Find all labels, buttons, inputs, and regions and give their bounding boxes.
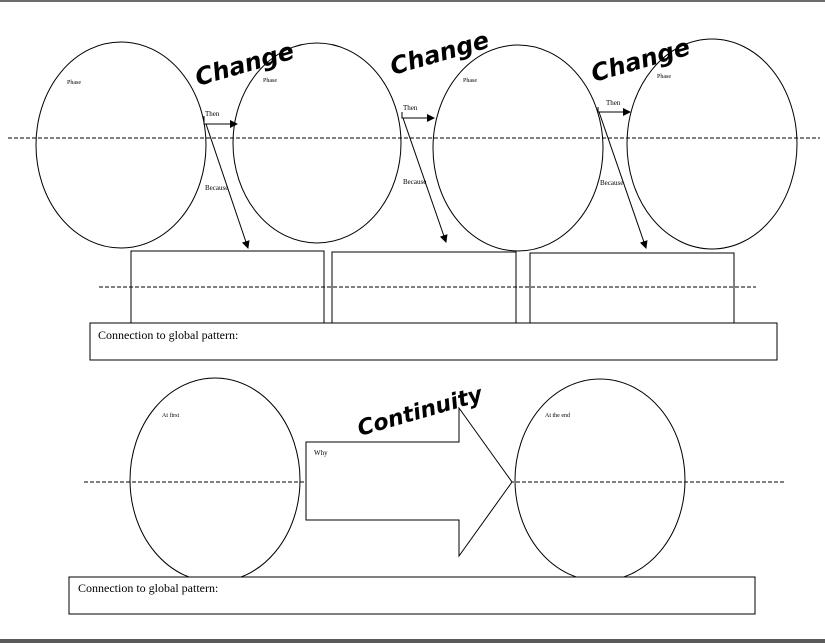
change-connection-box — [89, 322, 778, 361]
phase-label-2: Phase — [263, 78, 277, 84]
phase-circle-1 — [35, 41, 207, 249]
at-first-label: At first — [162, 412, 179, 419]
phase-circle-2 — [232, 42, 402, 244]
then-label-2: Then — [403, 104, 418, 112]
phase-circle-4 — [626, 38, 798, 250]
because-label-2: Because — [403, 178, 426, 186]
then-label-1: Then — [205, 110, 220, 118]
continuity-connection-label: Connection to global pattern: — [78, 581, 218, 595]
at-first-circle — [129, 377, 301, 583]
phase-label-3: Phase — [463, 78, 477, 84]
phase-label-4: Phase — [657, 74, 671, 80]
then-arrow-1 — [203, 116, 238, 128]
because-arrow-3 — [598, 111, 648, 249]
continuity-connection-box — [68, 576, 756, 615]
because-box-1 — [130, 250, 325, 327]
at-end-label: At the end — [545, 413, 570, 419]
bottom-border — [0, 639, 825, 643]
phase-label-1: Phase — [67, 80, 81, 86]
change-heading-2: Change — [387, 26, 492, 81]
then-arrow-3 — [597, 107, 631, 116]
then-arrow-2 — [401, 112, 435, 122]
at-end-circle — [514, 378, 686, 582]
because-box-2 — [331, 251, 517, 327]
because-label-1: Because — [205, 184, 228, 192]
because-arrow-1 — [205, 123, 250, 249]
because-box-3 — [529, 252, 735, 327]
change-heading-1: Change — [192, 37, 297, 92]
because-arrow-2 — [402, 117, 448, 243]
why-label: Why — [314, 449, 328, 457]
because-label-3: Because — [600, 179, 623, 187]
phase-circle-3 — [432, 44, 604, 252]
change-connection-label: Connection to global pattern: — [98, 328, 238, 342]
top-border — [0, 0, 825, 2]
then-label-3: Then — [606, 99, 621, 107]
change-heading-3: Change — [588, 33, 693, 88]
continuity-block-arrow — [305, 406, 513, 558]
